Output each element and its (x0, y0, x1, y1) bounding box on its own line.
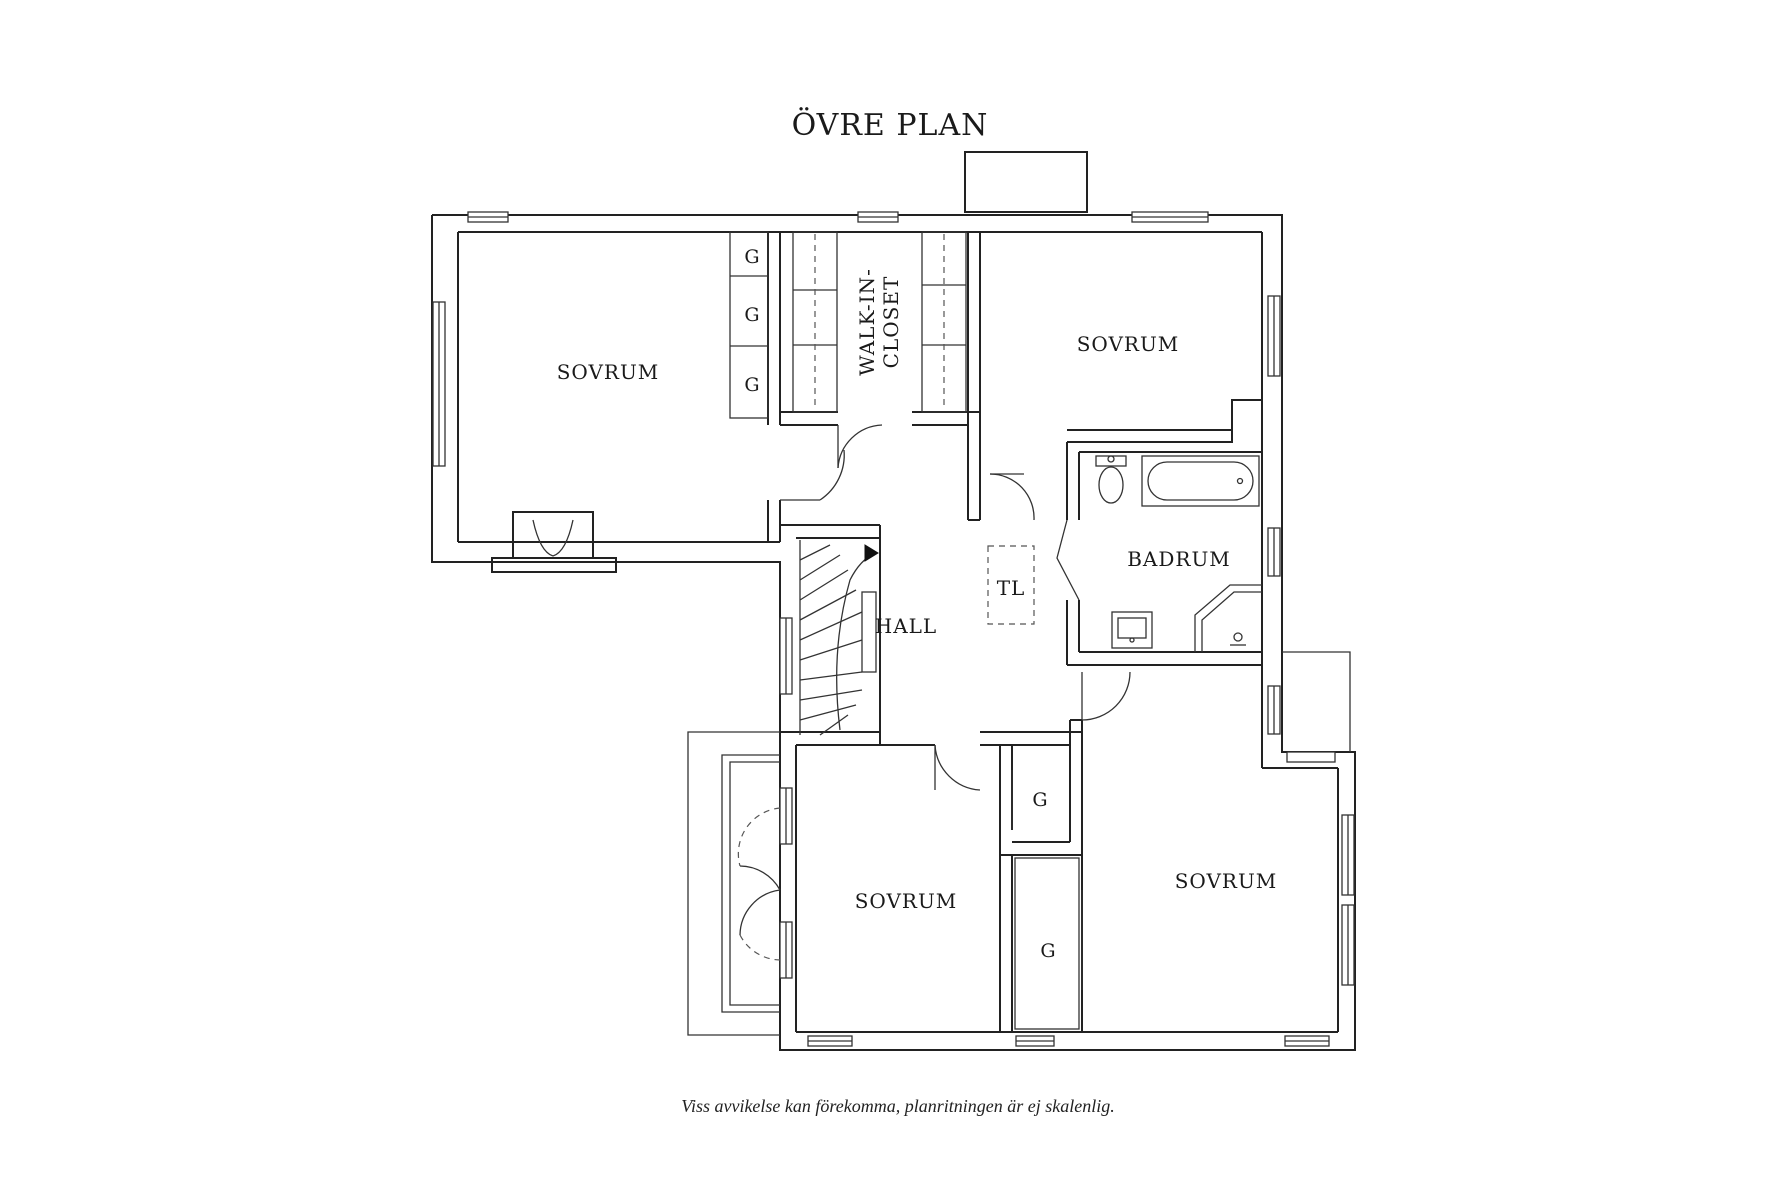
closets-nw (729, 231, 769, 419)
room-label-badrum: BADRUM (1127, 547, 1231, 571)
closet-g-label: G (744, 304, 759, 326)
attic-hatch (987, 545, 1035, 625)
closet-se (1014, 857, 1080, 1030)
balcony-door (491, 511, 617, 573)
walkin-shelves (792, 231, 967, 413)
plan-title: ÖVRE PLAN (792, 107, 989, 143)
se-ledge (1282, 651, 1351, 752)
room-label-sovrum-ne: SOVRUM (1077, 332, 1180, 356)
room-label-sovrum-nw: SOVRUM (557, 360, 660, 384)
outer-walls (431, 214, 1356, 1051)
west-balcony (687, 731, 781, 1036)
disclaimer: Viss avvikelse kan förekomma, planritnin… (681, 1096, 1114, 1116)
walkin-label-1: WALK-IN- (855, 268, 879, 376)
windows (432, 211, 1355, 1047)
room-label-hall: HALL (875, 614, 937, 638)
closet-g-label: G (744, 374, 759, 396)
bathroom-fixtures (1095, 455, 1262, 652)
room-label-sovrum-sw: SOVRUM (855, 889, 958, 913)
doors (780, 424, 1131, 990)
staircase (799, 540, 879, 736)
walkin-label-2: CLOSET (879, 276, 903, 369)
tl-label: TL (997, 576, 1026, 600)
room-label-sovrum-se: SOVRUM (1175, 869, 1278, 893)
closet-g-label: G (744, 246, 759, 268)
closet-g-label: G (1040, 940, 1055, 962)
closet-g-label: G (1032, 789, 1047, 811)
chimney (964, 151, 1088, 213)
